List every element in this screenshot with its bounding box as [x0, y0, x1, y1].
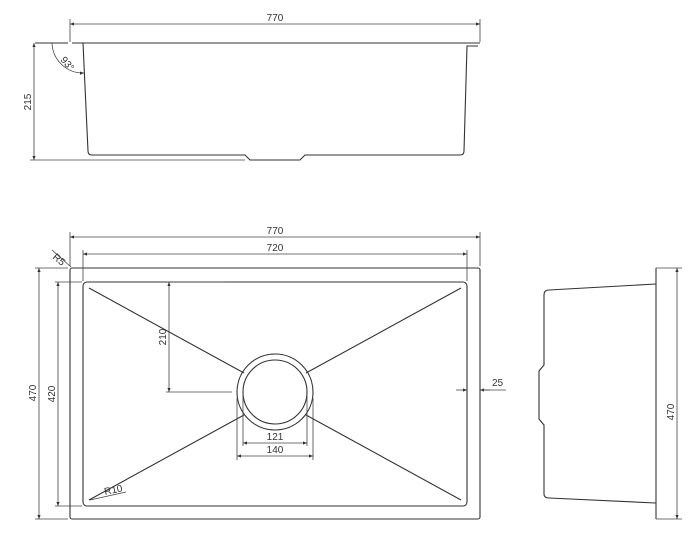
- inner-width-label: 720: [267, 243, 284, 254]
- end-view: 470: [538, 267, 682, 520]
- outer-radius-label: R5: [50, 252, 67, 269]
- angle-label: 93°: [58, 55, 76, 74]
- side-height-label: 215: [23, 93, 34, 110]
- drain-slope-line: [305, 287, 462, 374]
- drain-offset-label: 210: [158, 328, 169, 345]
- top-view: 770 720 R5 121 140 210: [28, 226, 506, 520]
- sink-body-profile: [82, 42, 478, 161]
- flange-width-label: 25: [492, 378, 504, 389]
- inner-radius-label: R10: [103, 483, 124, 498]
- outer-flange-outline: [69, 267, 481, 520]
- inner-height-label: 420: [47, 385, 58, 402]
- drain-inner-label: 121: [267, 432, 284, 443]
- side-view: 770 215 93°: [23, 13, 481, 161]
- inner-bowl-outline: [82, 281, 468, 507]
- drain-outer-label: 140: [267, 445, 284, 456]
- drain-inner-circle: [242, 359, 308, 425]
- end-body-profile: [538, 283, 657, 504]
- drain-slope-line: [88, 287, 245, 374]
- outer-height-label: 470: [28, 384, 39, 401]
- angle-arc: [51, 42, 85, 75]
- side-width-label: 770: [267, 13, 284, 24]
- drain-slope-line: [305, 414, 462, 501]
- drain-slope-line: [88, 414, 245, 501]
- outer-width-label: 770: [267, 226, 284, 237]
- end-height-label: 470: [666, 403, 677, 420]
- drain-outer-circle: [236, 353, 314, 431]
